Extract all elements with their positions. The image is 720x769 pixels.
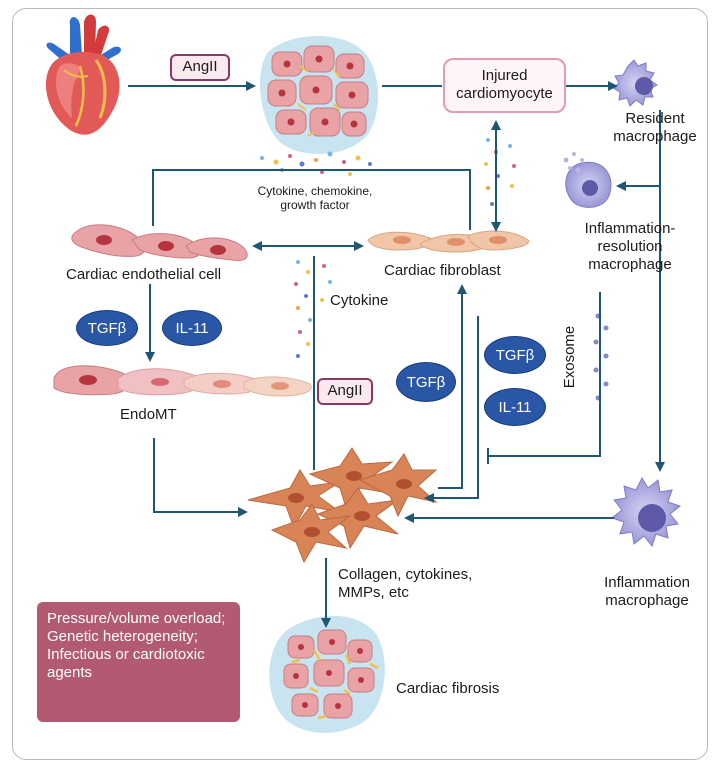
resident-macrophage-cell	[612, 59, 658, 107]
injured-label-line1: Injured	[481, 67, 528, 84]
endothelial-label: Cardiac endothelial cell	[66, 266, 222, 283]
exosome-text: Exosome	[561, 325, 578, 389]
cytokine-label: Cytokine	[330, 292, 389, 309]
angii-center-pill: AngII	[317, 378, 373, 405]
endomt-cells	[53, 365, 312, 397]
tgfb-ellipse-center: TGFβ	[396, 362, 456, 402]
products-line1: Collagen, cytokines,	[338, 566, 473, 583]
resident-line1: Resident	[625, 110, 685, 127]
fibroblast-label: Cardiac fibroblast	[384, 262, 501, 279]
injured-label-line2: cardiomyocyte	[456, 85, 553, 102]
myofibroblast-cells	[247, 447, 438, 564]
resolution-macrophage-label: Inflammation- resolution macrophage	[560, 220, 700, 274]
cardiomyocyte-cluster	[259, 35, 379, 154]
il11-ellipse-right: IL-11	[484, 388, 546, 426]
resident-macrophage-label: Resident macrophage	[600, 110, 710, 146]
figure-frame	[12, 8, 708, 760]
risk-factor-3: Infectious or cardiotoxic agents	[47, 646, 205, 681]
cytokine-dot-stream	[294, 260, 332, 358]
resolution-macrophage-cell	[563, 152, 612, 208]
resident-line2: macrophage	[613, 128, 697, 145]
fibrosis-tissue	[269, 615, 385, 733]
inflammation-macrophage-label: Inflammation macrophage	[582, 574, 712, 610]
injured-cardiomyocyte-box: Injured cardiomyocyte	[443, 58, 566, 113]
inflammation-line2: macrophage	[605, 592, 689, 609]
tgfb-ellipse-right: TGFβ	[484, 336, 546, 374]
tgfb-ellipse-left: TGFβ	[76, 310, 138, 346]
risk-factors-box: Pressure/volume overload; Genetic hetero…	[37, 602, 240, 722]
endothelial-cells	[71, 224, 248, 261]
risk-factor-2: Genetic heterogeneity;	[47, 628, 198, 645]
products-label: Collagen, cytokines, MMPs, etc	[338, 566, 472, 602]
resolution-line2: resolution	[597, 238, 663, 255]
signal-line1: Cytokine, chemokine,	[257, 184, 373, 198]
inflammation-line1: Inflammation	[604, 574, 690, 591]
risk-factor-1: Pressure/volume overload;	[47, 610, 226, 627]
signal-line2: growth factor	[280, 198, 350, 212]
exosome-label: Exosome	[560, 318, 580, 398]
fibroblast-cells	[367, 230, 529, 253]
angii-top-pill: AngII	[170, 54, 230, 81]
resolution-line3: macrophage	[588, 256, 672, 273]
endomt-label: EndoMT	[120, 406, 177, 423]
inflammation-macrophage-cell	[610, 476, 682, 548]
heart-illustration	[45, 14, 121, 135]
products-line2: MMPs, etc	[338, 584, 409, 601]
injured-signal-dots	[484, 138, 516, 206]
resolution-line1: Inflammation-	[584, 220, 676, 237]
secretion-dots	[260, 151, 372, 176]
signal-label: Cytokine, chemokine, growth factor	[235, 184, 395, 212]
fibrosis-label: Cardiac fibrosis	[396, 680, 500, 697]
il11-ellipse-left: IL-11	[162, 310, 222, 346]
connector-lines	[128, 81, 665, 628]
